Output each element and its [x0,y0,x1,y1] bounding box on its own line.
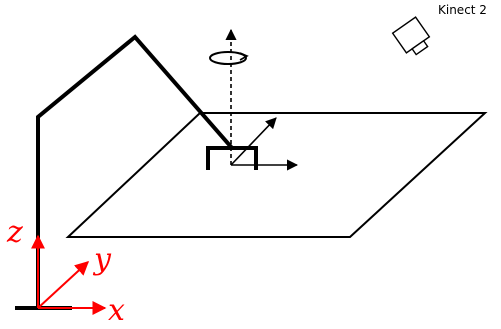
world-y-label: y [92,242,112,277]
robot-arm [36,34,234,308]
world-x-label: x [108,293,125,328]
world-axes [31,234,107,315]
table-plane [65,112,488,238]
rotation-arrow-icon [209,51,249,65]
gripper [206,146,258,170]
tool-y-arrow [230,117,277,166]
camera-icon [391,16,431,56]
sensor-label: Kinect 2 [438,3,487,17]
world-y-arrow [37,261,90,309]
world-z-label: z [6,215,23,250]
